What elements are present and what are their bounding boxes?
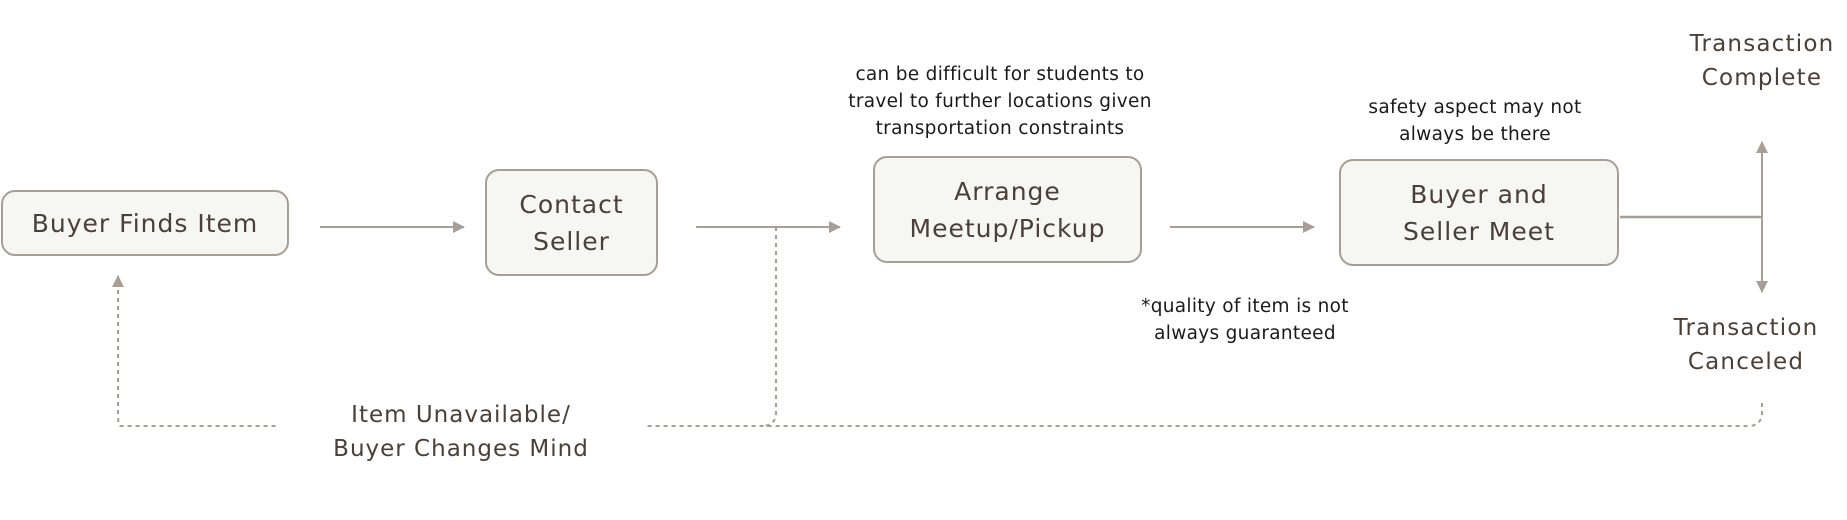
note-quality: *quality of item is not always guarantee… — [1141, 296, 1349, 344]
step-buyer-finds-item: Buyer Finds Item — [1, 190, 289, 256]
note-safety: safety aspect may not always be there — [1368, 97, 1582, 145]
loop-join-path — [761, 227, 777, 427]
step-buyer-seller-meet: Buyer and Seller Meet — [1339, 159, 1619, 266]
step-arrange-meetup: Arrange Meetup/Pickup — [873, 156, 1142, 263]
outcome-complete: Transaction Complete — [1689, 31, 1835, 91]
step-contact-seller: Contact Seller — [485, 169, 658, 276]
outcome-canceled: Transaction Canceled — [1673, 315, 1819, 375]
loop-label: Item Unavailable/ Buyer Changes Mind — [276, 398, 646, 468]
note-transport: can be difficult for students to travel … — [848, 64, 1152, 139]
